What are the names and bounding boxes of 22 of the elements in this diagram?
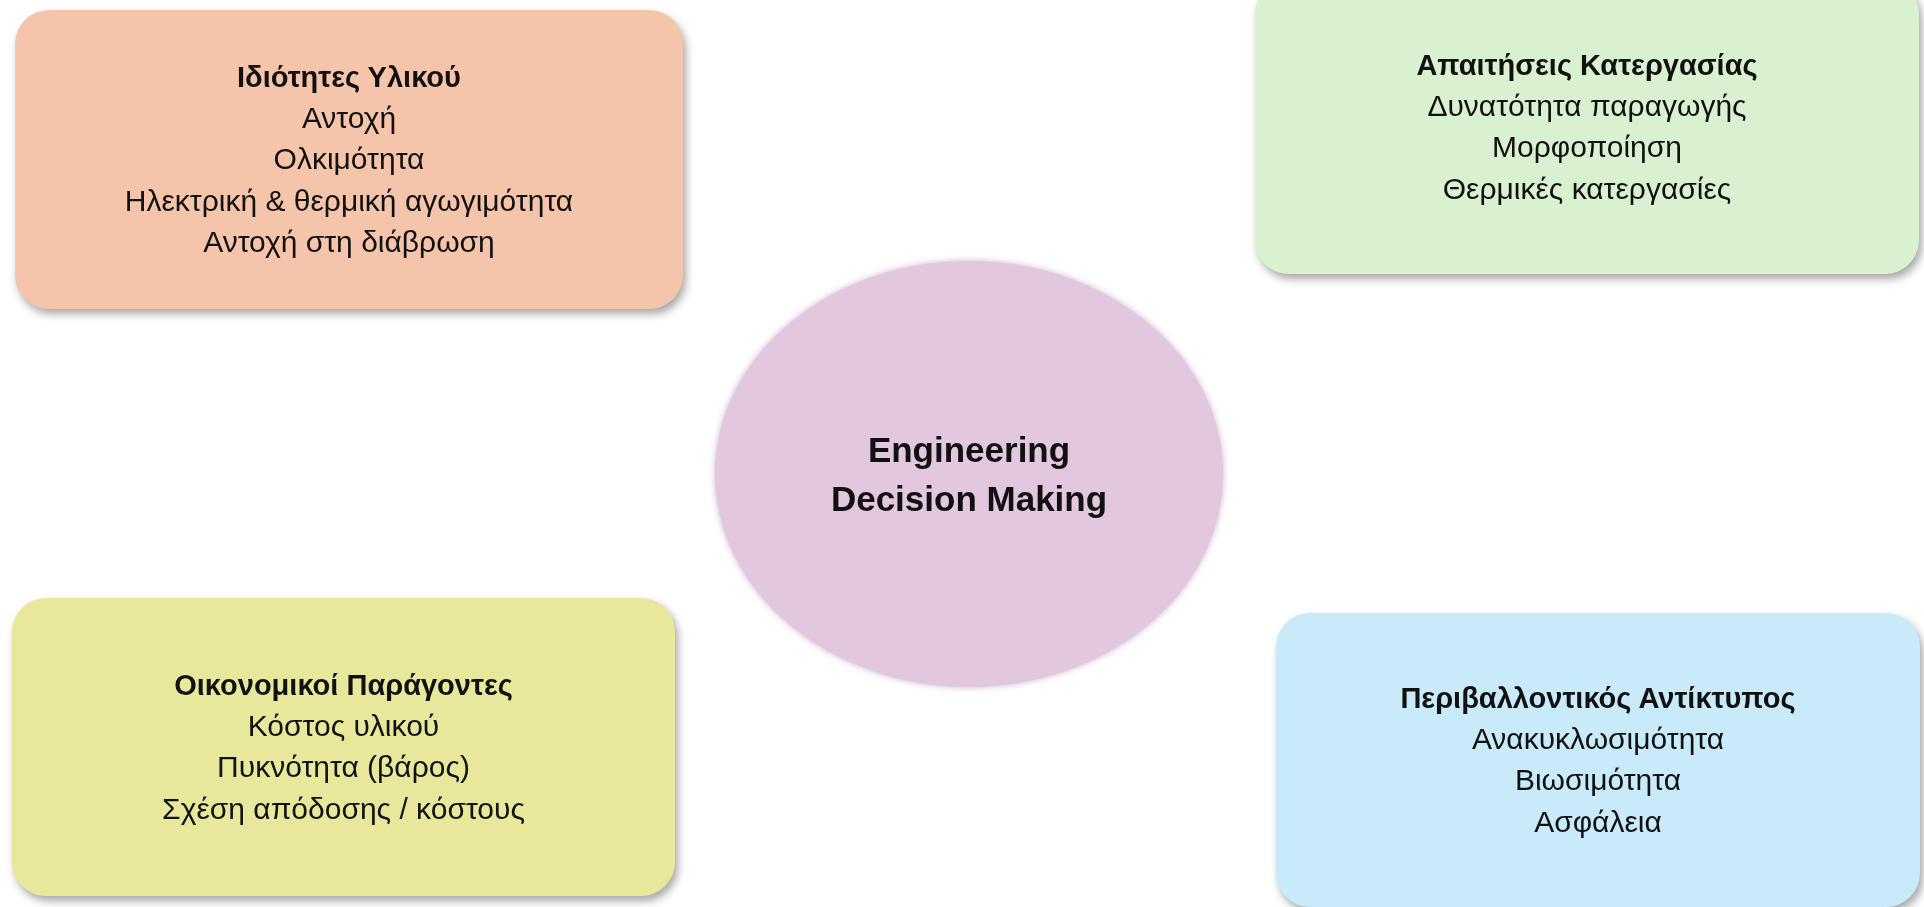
list-item: Ολκιμότητα — [273, 141, 425, 178]
list-item: Πυκνότητα (βάρος) — [217, 749, 470, 786]
list-item: Κόστος υλικού — [247, 707, 440, 744]
list-item: Σχέση απόδοσης / κόστους — [162, 790, 525, 827]
list-item: Ασφάλεια — [1534, 803, 1662, 840]
center-label: Engineering Decision Making — [829, 429, 1109, 520]
list-item: Μορφοποίηση — [1492, 129, 1682, 166]
list-item: Ηλεκτρική & θερμική αγωγιμότητα — [124, 182, 574, 219]
rounded-box — [1255, 0, 1919, 274]
box-heading: Περιβαλλοντικός Αντίκτυπος — [1400, 680, 1796, 716]
rounded-box — [1276, 613, 1920, 907]
box-heading: Οικονομικοί Παράγοντες — [174, 667, 513, 703]
rounded-box — [12, 598, 675, 896]
list-item: Θερμικές κατεργασίες — [1442, 170, 1732, 207]
box-heading: Απαιτήσεις Κατεργασίας — [1416, 47, 1758, 83]
list-item: Αντοχή — [301, 99, 397, 136]
list-item: Ανακυκλωσιμότητα — [1471, 720, 1725, 757]
list-item: Δυνατότητα παραγωγής — [1427, 87, 1747, 124]
list-item: Βιωσιμότητα — [1514, 762, 1682, 799]
rounded-box — [15, 10, 683, 309]
list-item: Αντοχή στη διάβρωση — [203, 223, 495, 260]
box-heading: Ιδιότητες Υλικού — [237, 59, 461, 95]
